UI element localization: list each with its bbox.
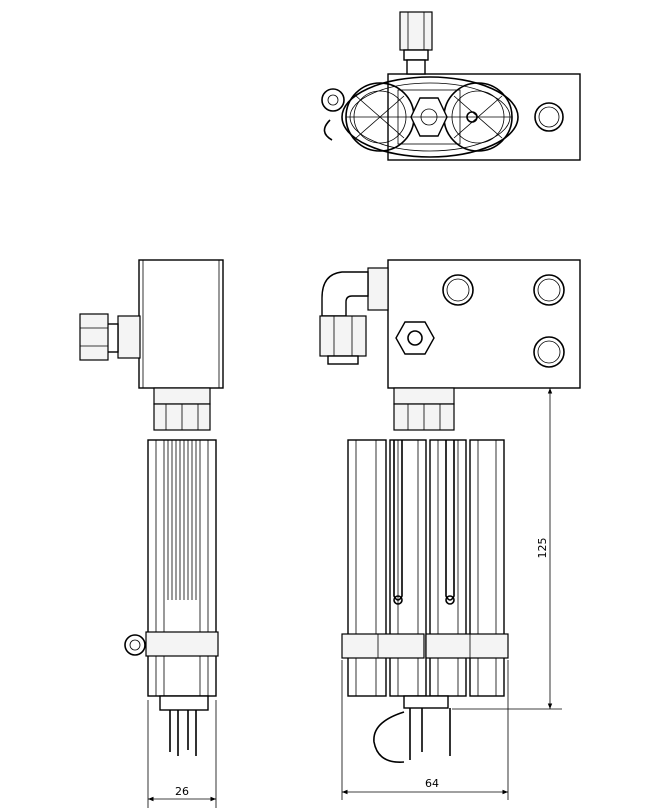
dim-front-height: 125: [536, 538, 549, 559]
front-hex-nut: [395, 321, 435, 355]
front-port-3: [533, 336, 565, 368]
front-elbow: [321, 271, 369, 317]
top-fitting-nut: [399, 11, 433, 51]
front-view: 125 64: [319, 259, 581, 800]
top-view: [321, 11, 581, 161]
top-clamp-ring: [341, 76, 519, 158]
dim-side-width: 26: [175, 785, 189, 798]
front-clamp-right: [425, 633, 509, 659]
front-clamp-left: [341, 633, 425, 659]
side-block: [138, 259, 224, 389]
top-eyelet: [321, 88, 345, 112]
front-port-1: [442, 274, 474, 306]
side-fitting-nut: [79, 313, 109, 361]
top-port-hole: [534, 102, 564, 132]
top-hook: [323, 119, 333, 141]
side-electrode-body: [147, 439, 217, 697]
dim-front-width: 64: [425, 777, 439, 790]
front-port-2: [533, 274, 565, 306]
side-clamp-eyelet: [124, 634, 146, 656]
front-hook: [373, 711, 405, 763]
side-view: 26: [79, 259, 224, 808]
side-clamp: [145, 631, 219, 657]
front-elbow-nut: [319, 315, 367, 357]
